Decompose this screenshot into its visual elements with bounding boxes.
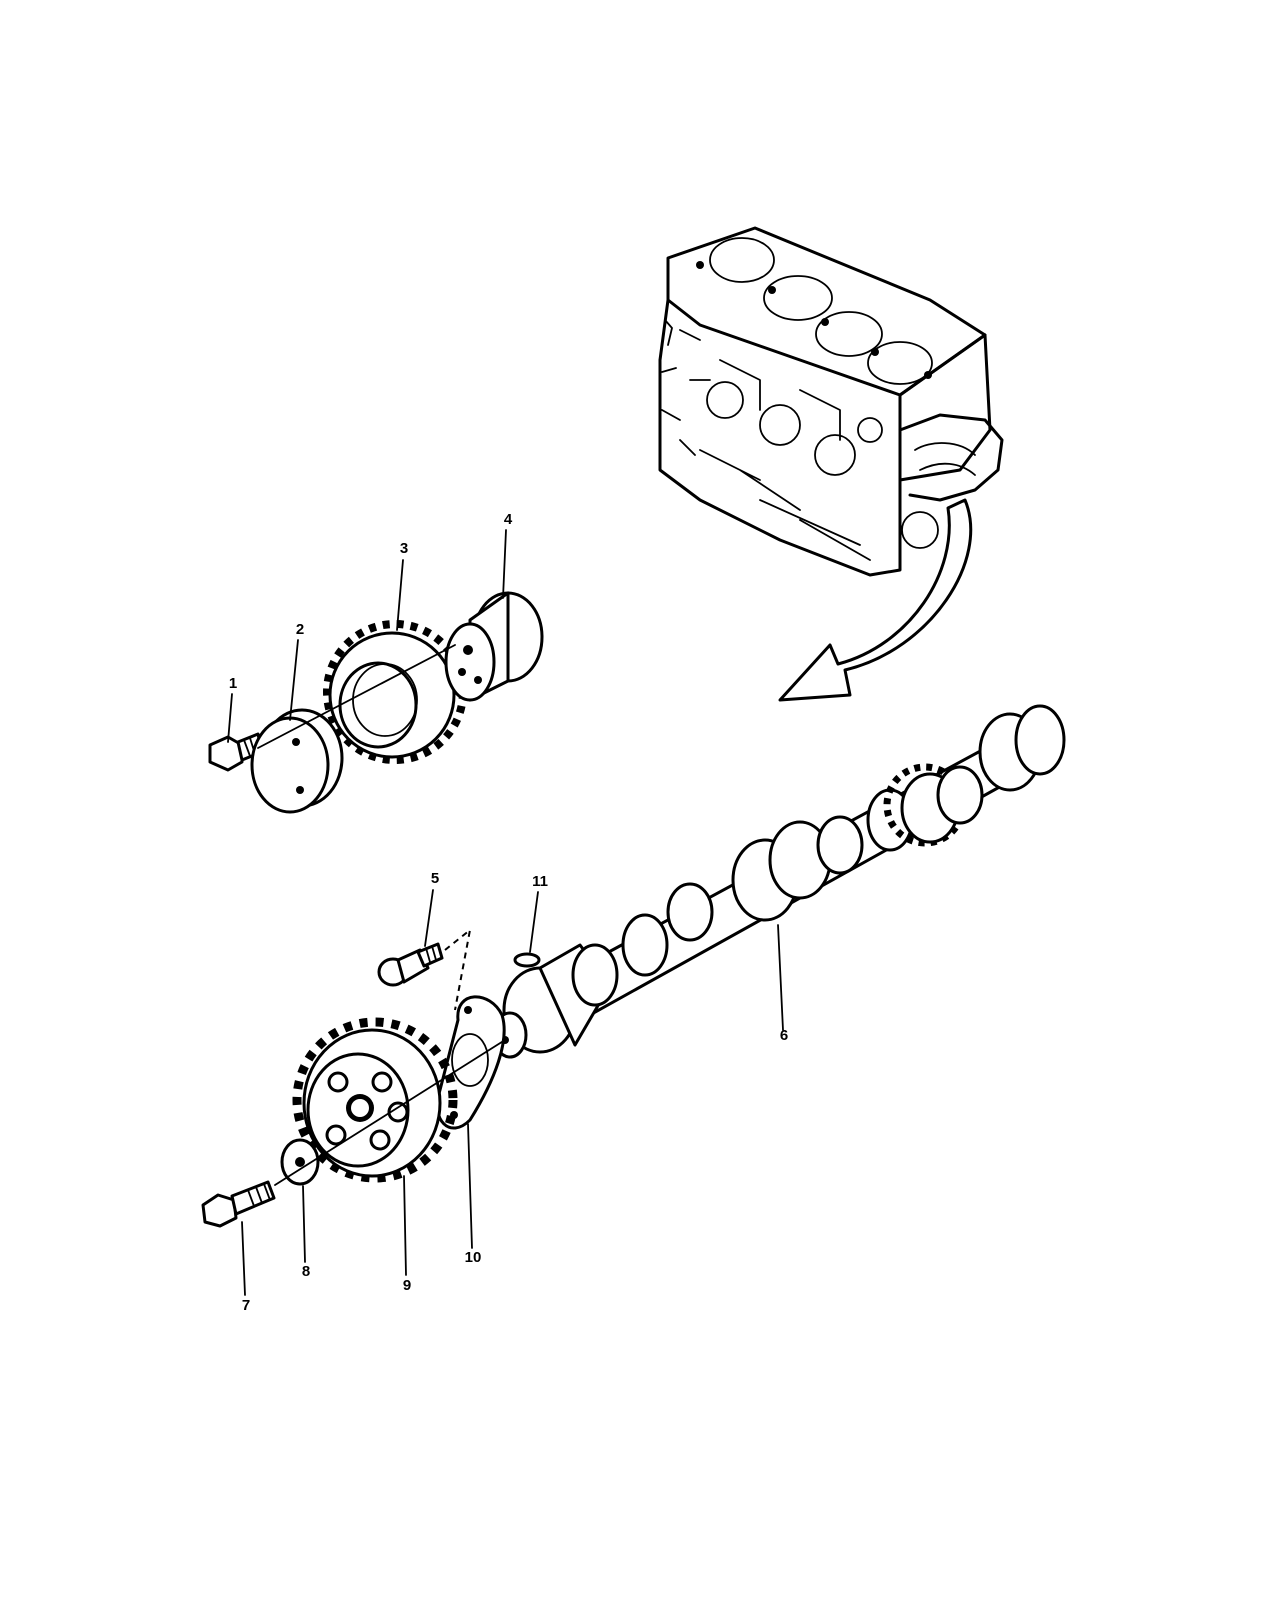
- part-3-gear: [327, 624, 463, 760]
- callout-7: 7: [242, 1297, 250, 1314]
- part-7-bolt: [203, 1182, 274, 1226]
- location-arrow: [780, 500, 971, 700]
- part-11-key: [515, 954, 539, 966]
- callout-6: 6: [780, 1027, 788, 1044]
- part-4-hub: [446, 593, 542, 700]
- callout-1: 1: [229, 675, 237, 692]
- part-2-thrust-plate: [252, 710, 342, 812]
- part-9-gear: [297, 1022, 453, 1178]
- callout-10: 10: [465, 1249, 482, 1266]
- callout-4: 4: [504, 511, 513, 528]
- part-6-camshaft: [494, 706, 1064, 1057]
- part-10-gasket: [437, 930, 504, 1128]
- callout-3: 3: [400, 540, 408, 557]
- part-5-screw: [379, 944, 442, 985]
- callout-2: 2: [296, 621, 304, 638]
- callout-5: 5: [431, 870, 439, 887]
- callout-9: 9: [403, 1277, 411, 1294]
- callout-11: 11: [532, 873, 548, 890]
- callout-8: 8: [302, 1263, 310, 1280]
